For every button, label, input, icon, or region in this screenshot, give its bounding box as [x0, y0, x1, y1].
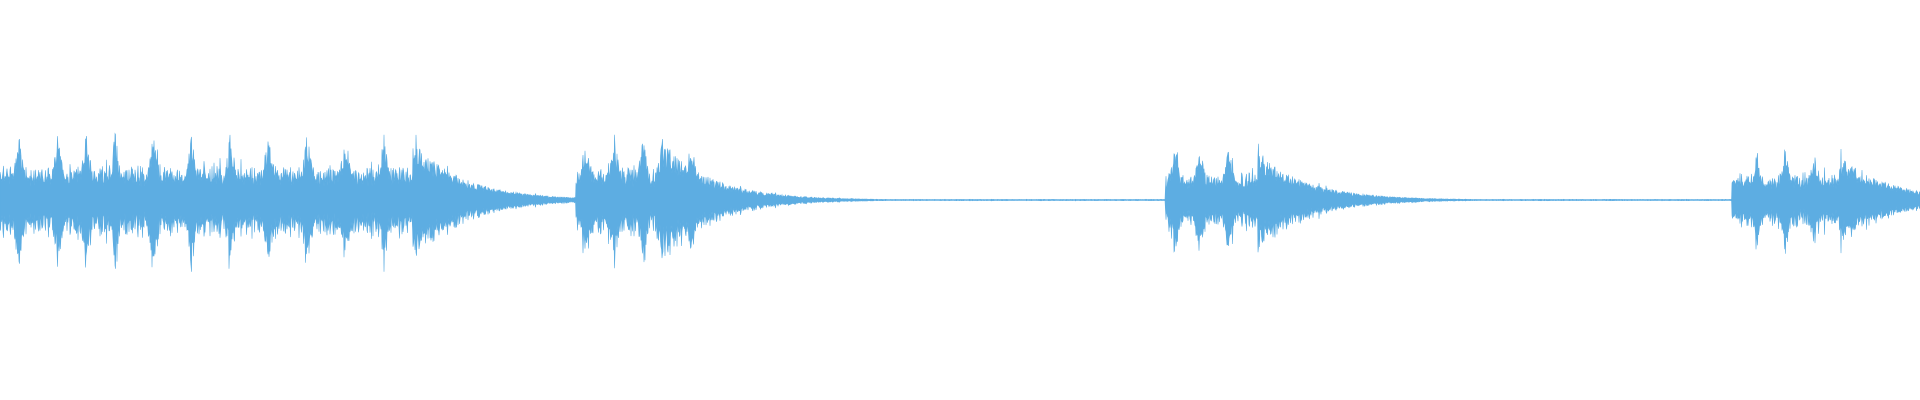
waveform-shape — [0, 132, 1920, 272]
